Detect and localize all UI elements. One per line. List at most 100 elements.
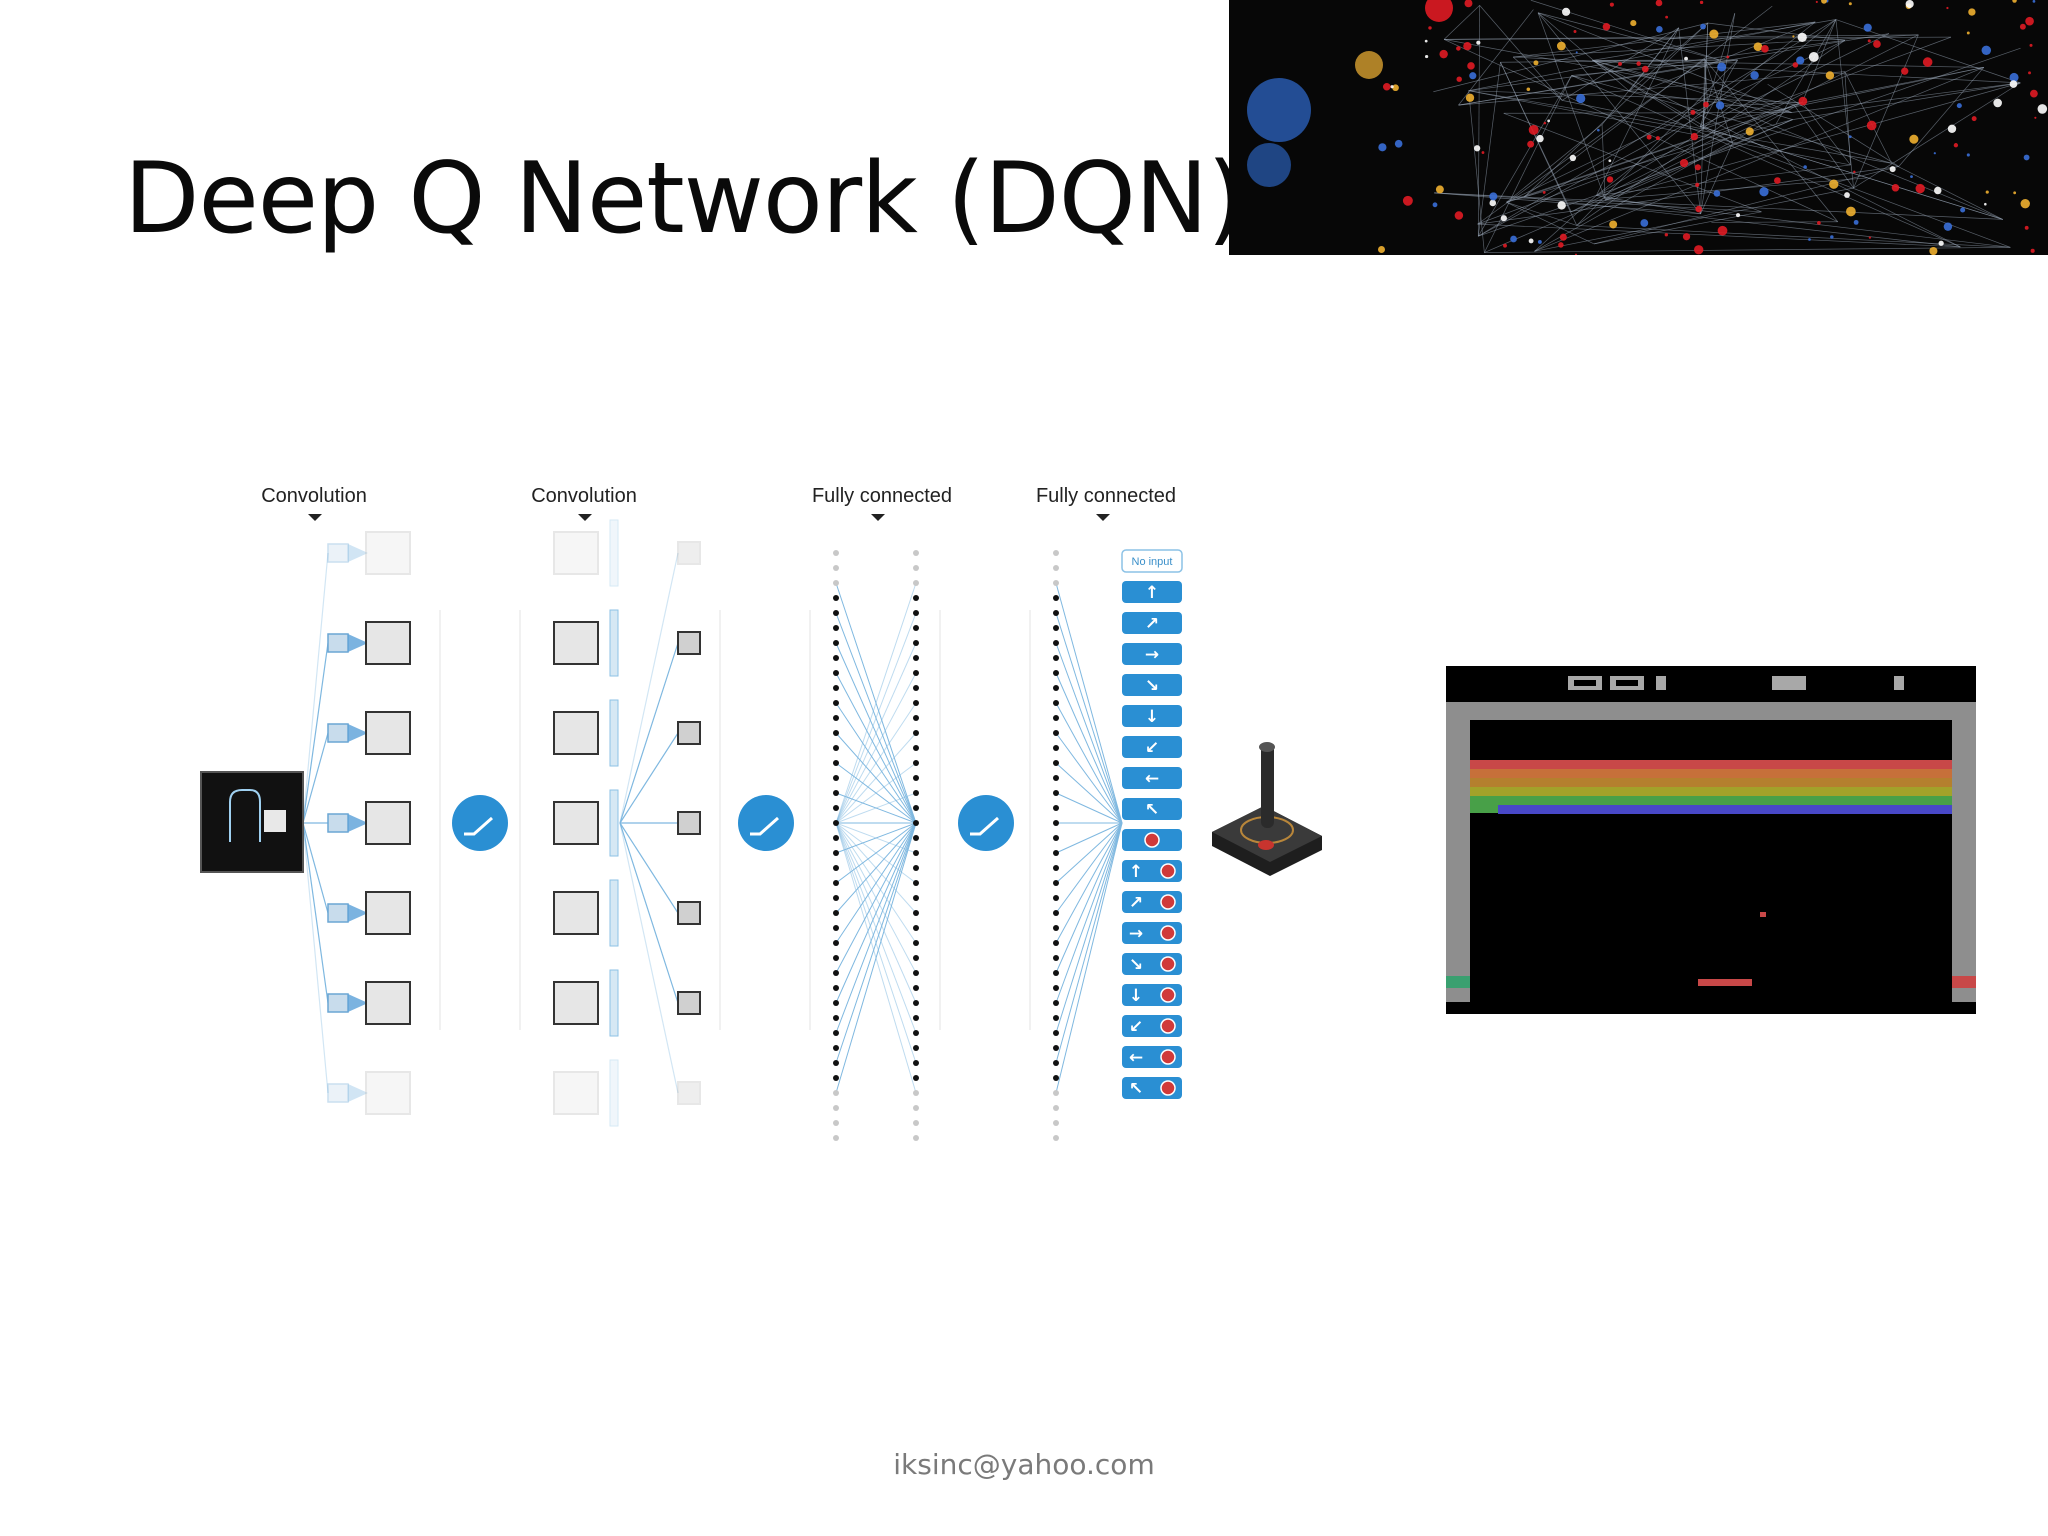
- fc-neuron: [833, 565, 839, 571]
- fc-neuron: [1053, 880, 1059, 886]
- fc-neuron: [833, 1075, 839, 1081]
- fc-neuron: [913, 775, 919, 781]
- fc-neuron: [913, 565, 919, 571]
- fc-neuron: [833, 745, 839, 751]
- fc-neuron: [833, 925, 839, 931]
- fc-neuron: [833, 610, 839, 616]
- conv2-output: [677, 991, 701, 1015]
- fc-neuron: [1053, 805, 1059, 811]
- fc-neuron: [913, 1000, 919, 1006]
- action-button: [1122, 643, 1182, 665]
- fc-neuron: [913, 1090, 919, 1096]
- action-arrow-label: ↙: [1145, 738, 1159, 758]
- action-arrow-label: ↘: [1145, 676, 1159, 696]
- fc-neuron: [833, 775, 839, 781]
- fc-neuron: [833, 955, 839, 961]
- right-wall: [1952, 702, 1976, 1002]
- fc-neuron: [913, 610, 919, 616]
- fc-neuron: [1053, 820, 1059, 826]
- fc-neuron: [913, 730, 919, 736]
- layer-label-convolution-1: Convolution: [261, 485, 367, 507]
- fc-neuron: [833, 1135, 839, 1141]
- action-buttons: ↑↗→↘↓↙←↖↑↗→↘↓↙←↖: [1122, 581, 1182, 1099]
- fc-neuron: [1053, 700, 1059, 706]
- brick-row: [1470, 796, 1952, 805]
- fc-neuron: [913, 715, 919, 721]
- action-button: [1122, 798, 1182, 820]
- fc-neuron: [833, 835, 839, 841]
- fc-neuron: [913, 1075, 919, 1081]
- fc-neuron: [913, 580, 919, 586]
- fc-neuron: [833, 1120, 839, 1126]
- conv2-feature-map: [553, 801, 599, 845]
- fc-neuron: [913, 850, 919, 856]
- brick-row: [1470, 760, 1952, 769]
- left-wall: [1446, 702, 1470, 1002]
- fc-neuron: [833, 910, 839, 916]
- fc-neuron: [1053, 670, 1059, 676]
- network-graph-illustration: [1247, 0, 2048, 255]
- network-banner-image: [1229, 0, 2048, 255]
- fc-neuron: [913, 550, 919, 556]
- action-arrow-label: ↓: [1129, 986, 1143, 1006]
- conv1-kernel: [327, 903, 349, 923]
- banner-lines: [1433, 0, 2021, 253]
- fc-neuron: [1053, 1120, 1059, 1126]
- fc-neuron: [1053, 940, 1059, 946]
- fc-neuron: [1053, 685, 1059, 691]
- fc-neuron: [913, 940, 919, 946]
- fc-neuron: [833, 805, 839, 811]
- fc-neuron: [833, 580, 839, 586]
- fc-neuron: [913, 745, 919, 751]
- fc-neuron: [913, 820, 919, 826]
- fc-neuron: [1053, 1045, 1059, 1051]
- label-pointer-1: [308, 514, 322, 521]
- fc-neuron: [833, 790, 839, 796]
- action-button: [1122, 612, 1182, 634]
- conv2-output: [677, 811, 701, 835]
- fc-neuron: [833, 850, 839, 856]
- fc-neuron: [913, 1030, 919, 1036]
- fc-neuron: [1053, 610, 1059, 616]
- relu-icon-1: [452, 795, 508, 851]
- conv2-feature-map: [553, 981, 599, 1025]
- action-arrow-label: ↙: [1129, 1017, 1143, 1037]
- fc-neuron: [833, 625, 839, 631]
- fc-neuron: [913, 1045, 919, 1051]
- fc-neuron: [913, 700, 919, 706]
- fc-neuron: [913, 1105, 919, 1111]
- layer-label-fully-connected-2: Fully connected: [1036, 485, 1176, 507]
- fc-neuron: [1053, 550, 1059, 556]
- fc-neuron: [913, 925, 919, 931]
- top-wall: [1446, 702, 1976, 720]
- fc-neuron: [1053, 580, 1059, 586]
- fc-neuron: [833, 760, 839, 766]
- action-arrow-label: →: [1129, 924, 1143, 944]
- fc-neuron: [1053, 985, 1059, 991]
- network-nodes: [327, 519, 1059, 1141]
- conv1-feature-map: [365, 801, 411, 845]
- fc-neuron: [913, 760, 919, 766]
- fc-neuron: [1053, 1000, 1059, 1006]
- slide-title: Deep Q Network (DQN): [124, 142, 1245, 256]
- brick-row: [1498, 805, 1952, 814]
- conv1-feature-map: [365, 1071, 411, 1115]
- conv2-output: [677, 1081, 701, 1105]
- fc-neuron: [1053, 790, 1059, 796]
- brick-row: [1470, 778, 1952, 787]
- fc-neuron: [833, 1090, 839, 1096]
- fc-neuron: [1053, 970, 1059, 976]
- conv1-feature-map: [365, 621, 411, 665]
- conv2-feature-map: [553, 621, 599, 665]
- fc-neuron: [913, 1135, 919, 1141]
- conv2-output: [677, 541, 701, 565]
- fc-neuron: [913, 865, 919, 871]
- fire-button-icon: [1144, 832, 1160, 848]
- fc-neuron: [1053, 715, 1059, 721]
- fc-neuron: [1053, 1075, 1059, 1081]
- input-frame: [200, 771, 304, 873]
- fc-neuron: [1053, 775, 1059, 781]
- conv2-feature-map: [553, 1071, 599, 1115]
- fc-neuron: [1053, 910, 1059, 916]
- fc-neuron: [833, 640, 839, 646]
